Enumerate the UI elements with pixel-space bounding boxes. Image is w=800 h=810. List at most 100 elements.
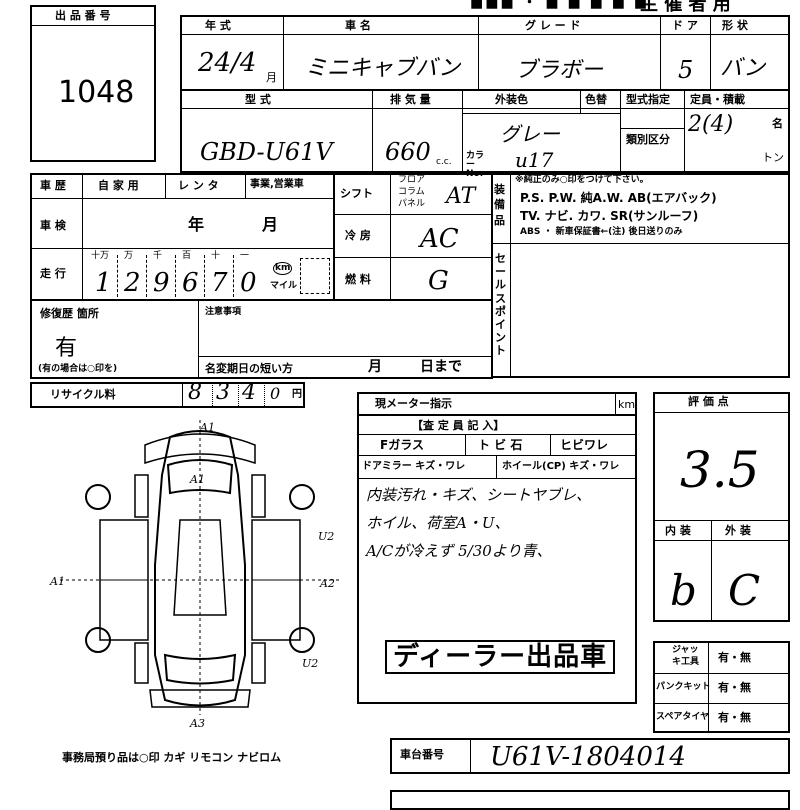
wheel-label: ホイール(CP) キズ・ワレ <box>502 461 620 472</box>
deadline-month: 月 <box>368 359 382 375</box>
fglass-label: Fガラス <box>380 438 424 452</box>
car-diagram: A1 A1 U2 A1 A2 U2 A3 <box>49 420 340 730</box>
remark-line-3: A/Cが冷えず 5/30より青、 <box>366 542 552 560</box>
doors-value: 5 <box>678 56 694 84</box>
history-option-private: 自 家 用 <box>98 179 139 192</box>
chassis-label: 車台番号 <box>400 748 444 761</box>
mileage-unit-100k: 十万 <box>91 251 110 261</box>
chassis-box <box>390 738 790 774</box>
fuel-value: G <box>428 266 449 296</box>
ton-unit: トン <box>762 151 784 164</box>
soubi-line1: P.S. P.W. 純A.W. AB(エアバック) <box>520 191 717 205</box>
deadline-day: 日まで <box>420 359 462 375</box>
recycle-digit-2: 3 <box>216 380 230 405</box>
model-value: GBD-U61V <box>200 138 333 166</box>
exterior-value: C <box>728 566 761 615</box>
inspector-section-title: 【査 定 員 記 入】 <box>412 419 505 432</box>
soubi-note: ※純正のみ○印をつけて下さい。 <box>515 175 649 185</box>
dealer-stamp: ディーラー出品車 <box>385 640 616 674</box>
shift-value: AT <box>446 184 476 209</box>
score-value: 3.5 <box>680 441 760 499</box>
deadline-label: 名変期日の短い方 <box>205 362 293 375</box>
mark-front: A1 <box>199 421 215 434</box>
mileage-unit-1k: 千 <box>153 251 163 261</box>
mileage-unit-1: 一 <box>240 251 250 261</box>
mileage-digit-5: 7 <box>211 268 228 298</box>
mileage-unit-10: 十 <box>211 251 221 261</box>
cc-value: 660 <box>385 138 431 166</box>
notes-label: 注意事項 <box>205 307 242 317</box>
car-name-label: 車 名 <box>345 19 371 32</box>
doors-label: ド ア <box>672 19 698 32</box>
cc-unit: c.c. <box>436 157 452 167</box>
recycle-label: リサイクル料 <box>50 388 116 401</box>
shape-label: 形 状 <box>722 19 748 32</box>
repair-box <box>30 299 493 379</box>
mileage-unit-100: 百 <box>182 251 192 261</box>
color-label: 外装色 <box>495 93 528 106</box>
model-label: 型 式 <box>245 93 271 106</box>
mileage-unit-10k: 万 <box>124 251 134 261</box>
jack-label: ジャッキ工具 <box>672 645 700 667</box>
puncture-option: 有・無 <box>718 681 751 694</box>
cc-label: 排 気 量 <box>390 93 431 106</box>
repair-value: 有 <box>55 336 78 361</box>
shift-option-floor: フロア <box>398 175 426 185</box>
mark-left: A1 <box>49 575 65 588</box>
spare-option: 有・無 <box>718 711 751 724</box>
mark-right-front: U2 <box>318 530 334 543</box>
mark-right: A2 <box>319 577 335 590</box>
page-top-title: 主 催 者 用 <box>640 0 731 15</box>
history-option-rental: レ ン タ <box>178 179 219 192</box>
lot-number-label: 出 品 番 号 <box>55 9 111 22</box>
interior-label: 内 装 <box>665 524 691 537</box>
recycle-box <box>30 382 305 408</box>
ac-value: AC <box>420 224 459 254</box>
spare-label: スペアタイヤ <box>656 712 710 722</box>
remark-line-2: ホイル、荷室A・U、 <box>366 514 510 532</box>
shape-value: バン <box>720 56 766 81</box>
fuel-label: 燃 料 <box>345 273 371 286</box>
mileage-label: 走 行 <box>40 267 66 280</box>
repair-note: (有の場合は○印を) <box>38 364 118 374</box>
bottom-box <box>390 790 790 810</box>
inspector-box <box>357 414 637 704</box>
capacity-label: 定員・積載 <box>690 93 745 106</box>
options-box <box>491 173 790 378</box>
mileage-check-box <box>300 258 330 294</box>
mileage-digit-4: 6 <box>182 268 199 298</box>
mileage-digit-6: 0 <box>240 268 257 298</box>
car-name-value: ミニキャブバン <box>305 56 461 81</box>
recycle-digit-3: 4 <box>242 380 256 405</box>
ac-label: 冷 房 <box>345 229 371 242</box>
jack-option: 有・無 <box>718 651 751 664</box>
category-label: 類別区分 <box>626 133 670 146</box>
sales-point-label: セールスポイント <box>495 252 506 358</box>
year-unit: 月 <box>266 71 277 84</box>
lot-number-box <box>30 5 156 162</box>
soubi-line3: ABS ・ 新車保証書←(注) 後日送りのみ <box>520 227 683 237</box>
km-label: km <box>273 262 293 275</box>
hibi-label: ヒビワレ <box>560 438 609 452</box>
exterior-label: 外 装 <box>725 524 751 537</box>
mark-hood: A1 <box>189 473 205 486</box>
inspection-label: 車 検 <box>40 219 66 232</box>
shift-option-panel: パネル <box>398 199 426 209</box>
history-label: 車 歴 <box>40 179 66 192</box>
shift-label: シフト <box>340 187 373 200</box>
chassis-value: U61V-1804014 <box>490 742 686 772</box>
mileage-digit-1: 1 <box>95 268 112 298</box>
recycle-digit-1: 8 <box>188 380 202 405</box>
lot-number-value: 1048 <box>58 75 135 110</box>
puncture-label: パンクキット <box>656 682 711 692</box>
interior-value: b <box>670 566 697 615</box>
soubi-line2: TV. ナビ. カワ. SR(サンルーフ) <box>520 209 699 223</box>
iro-label: 色替 <box>585 93 607 106</box>
type-designation-label: 型式指定 <box>626 93 670 106</box>
score-box <box>653 392 790 622</box>
year-label: 年 式 <box>205 19 231 32</box>
diagram-footer: 事務局預り品は○印 カギ リモコン ナビロム <box>62 751 282 764</box>
mirror-label: ドアミラー キズ・ワレ <box>362 461 466 472</box>
inspection-month: 月 <box>262 215 279 234</box>
year-value: 24/4 <box>198 48 257 78</box>
